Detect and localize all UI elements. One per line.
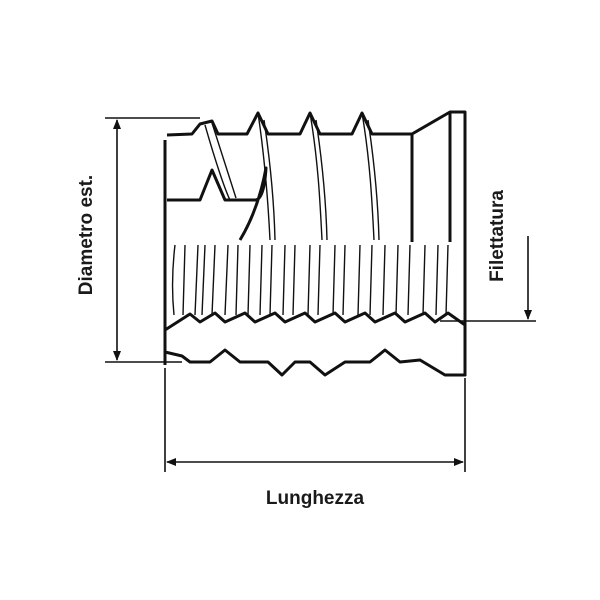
- section-hatch: [163, 311, 467, 377]
- thread-label: Filettatura: [487, 190, 508, 282]
- outer-diameter-dimension: Diametro est.: [76, 117, 200, 363]
- thread-texture: [171, 244, 449, 316]
- insert-body: [163, 110, 467, 377]
- thread-dimension: Filettatura: [440, 190, 536, 322]
- length-label: Lunghezza: [266, 488, 365, 509]
- outer-diameter-label: Diametro est.: [76, 175, 97, 295]
- length-dimension: Lunghezza: [164, 368, 466, 509]
